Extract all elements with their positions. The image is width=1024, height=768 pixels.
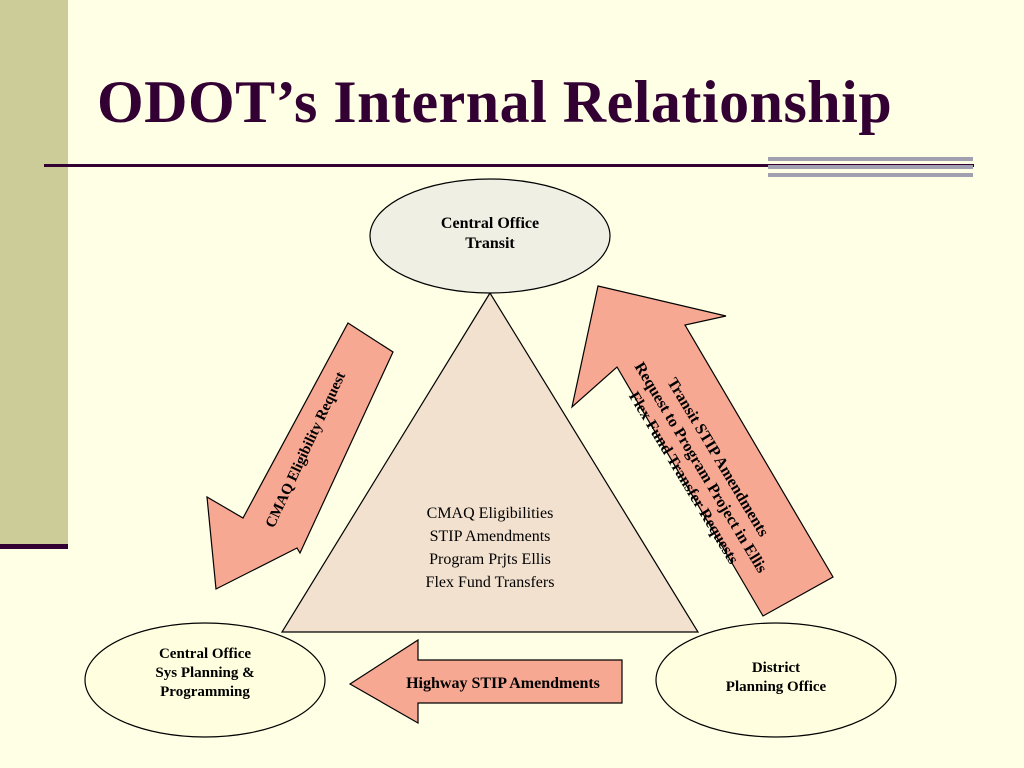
sidebar-divider [0,544,68,549]
top-node-label: Central Office Transit [390,214,590,254]
cmaq-request-arrow [206,322,394,590]
title-accent-bars [768,157,973,177]
highway-stip-arrow [348,638,623,725]
left-node-line-2: Sys Planning & [155,664,255,681]
center-line-1: CMAQ Eligibilities [426,505,554,522]
central-triangle [280,291,700,633]
transit-stip-arrow [571,285,834,617]
center-line-2: STIP Amendments [429,528,551,545]
central-office-planning-node [84,622,326,738]
left-node-label: Central Office Sys Planning & Programmin… [105,645,305,701]
top-node-line-1: Central Office [440,215,540,232]
right-node-label: District Planning Office [676,659,876,697]
slide-title: ODOT’s Internal Relationship [97,69,893,135]
center-line-3: Program Prjts Ellis [429,551,551,568]
sidebar-decoration [0,0,68,545]
central-office-transit-node [369,178,611,294]
top-node-line-2: Transit [465,235,515,252]
title-divider [44,164,974,167]
left-node-line-3: Programming [160,683,250,700]
highway-stip-label: Highway STIP Amendments [406,675,600,692]
right-node-line-2: Planning Office [725,678,827,695]
right-node-line-1: District [751,660,801,676]
left-node-line-1: Central Office [158,646,252,662]
triangle-center-text: CMAQ Eligibilities STIP Amendments Progr… [380,502,600,594]
district-planning-node [655,622,897,738]
center-line-4: Flex Fund Transfers [425,574,555,591]
